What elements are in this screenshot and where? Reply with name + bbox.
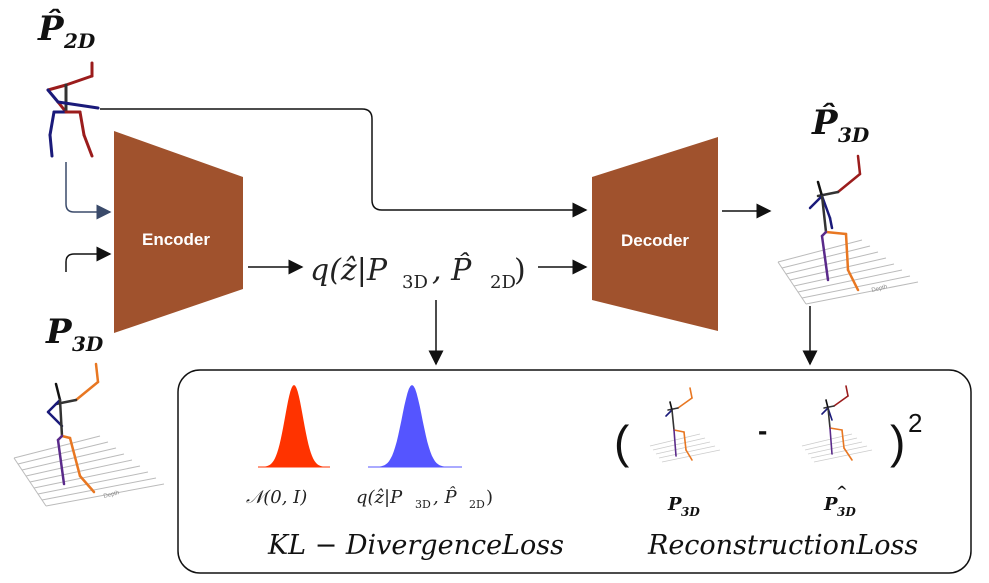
square-exponent: 2 <box>908 408 922 438</box>
recon-p-label: P <box>667 494 682 515</box>
arrow-p2d-skip-to-decoder <box>100 108 588 218</box>
normal-distribution: 𝒩(0, I) <box>246 385 330 508</box>
latent-sub-3d: 3D <box>402 272 428 293</box>
latent-label: q(ẑ|P 3D , P̂ 2D ) <box>310 253 526 293</box>
p2d-hat-label: P̂ 2D <box>37 8 96 53</box>
skeleton-3d-input: Depth <box>13 362 165 507</box>
arrow-p2d-to-encoder <box>65 162 112 220</box>
recon-skeleton-pred <box>801 385 873 463</box>
normal-label: 𝒩(0, I) <box>246 487 307 508</box>
p3d-label: P 3D <box>45 312 104 356</box>
svg-text:q(ẑ|P: q(ẑ|P <box>356 487 403 508</box>
skeleton-2d <box>46 61 100 158</box>
minus-sign: - <box>758 415 767 446</box>
posterior-distribution: q(ẑ|P 3D , P̂ 2D ) <box>356 385 493 511</box>
recon-phat-sub: 3D <box>837 505 856 519</box>
latent-mid: , P̂ <box>432 253 472 288</box>
depth-label-output: Depth <box>871 284 888 294</box>
p2d-hat-symbol: P̂ <box>37 8 65 49</box>
arrow-p3d-to-encoder <box>65 246 112 272</box>
encoder-block: Encoder <box>114 131 243 333</box>
p3d-hat-symbol: P̂ <box>811 102 839 143</box>
recon-skeleton-gt <box>649 387 721 463</box>
recon-hat-mark: ^ <box>836 484 848 500</box>
latent-q: q(ẑ|P <box>310 253 388 288</box>
recon-p-sub: 3D <box>681 505 700 519</box>
decoder-block: Decoder <box>592 137 718 331</box>
p3d-hat-subscript: 3D <box>838 123 870 147</box>
svg-text:): ) <box>486 487 493 508</box>
normal-dist-shape <box>258 385 330 467</box>
skeleton-3d-output: Depth <box>777 154 919 305</box>
posterior-dist-shape <box>366 385 458 467</box>
posterior-label: q(ẑ|P 3D , P̂ 2D ) <box>356 486 493 511</box>
kl-loss-label: KL − DivergenceLoss <box>267 530 564 561</box>
paren-close: ) <box>890 416 905 468</box>
recon-loss-label: ReconstructionLoss <box>647 530 918 561</box>
p3d-hat-label: P̂ 3D <box>811 102 870 147</box>
latent-close: ) <box>514 253 526 288</box>
latent-sub-2d: 2D <box>490 272 516 293</box>
recon-phat-label: P <box>823 494 838 515</box>
p3d-subscript: 3D <box>72 332 104 356</box>
decoder-label: Decoder <box>621 231 689 250</box>
reconstruction-expression: ( - ) 2 <box>614 385 922 519</box>
floor-grid <box>13 435 165 507</box>
encoder-label: Encoder <box>142 230 210 249</box>
arrows <box>65 108 818 366</box>
p3d-symbol: P <box>45 312 73 352</box>
paren-open: ( <box>614 416 630 468</box>
svg-text:, P̂: , P̂ <box>433 486 457 508</box>
svg-text:3D: 3D <box>415 498 431 511</box>
depth-label: Depth <box>103 490 120 500</box>
loss-box <box>177 369 972 574</box>
p2d-hat-subscript: 2D <box>63 29 96 53</box>
svg-text:2D: 2D <box>469 498 485 511</box>
